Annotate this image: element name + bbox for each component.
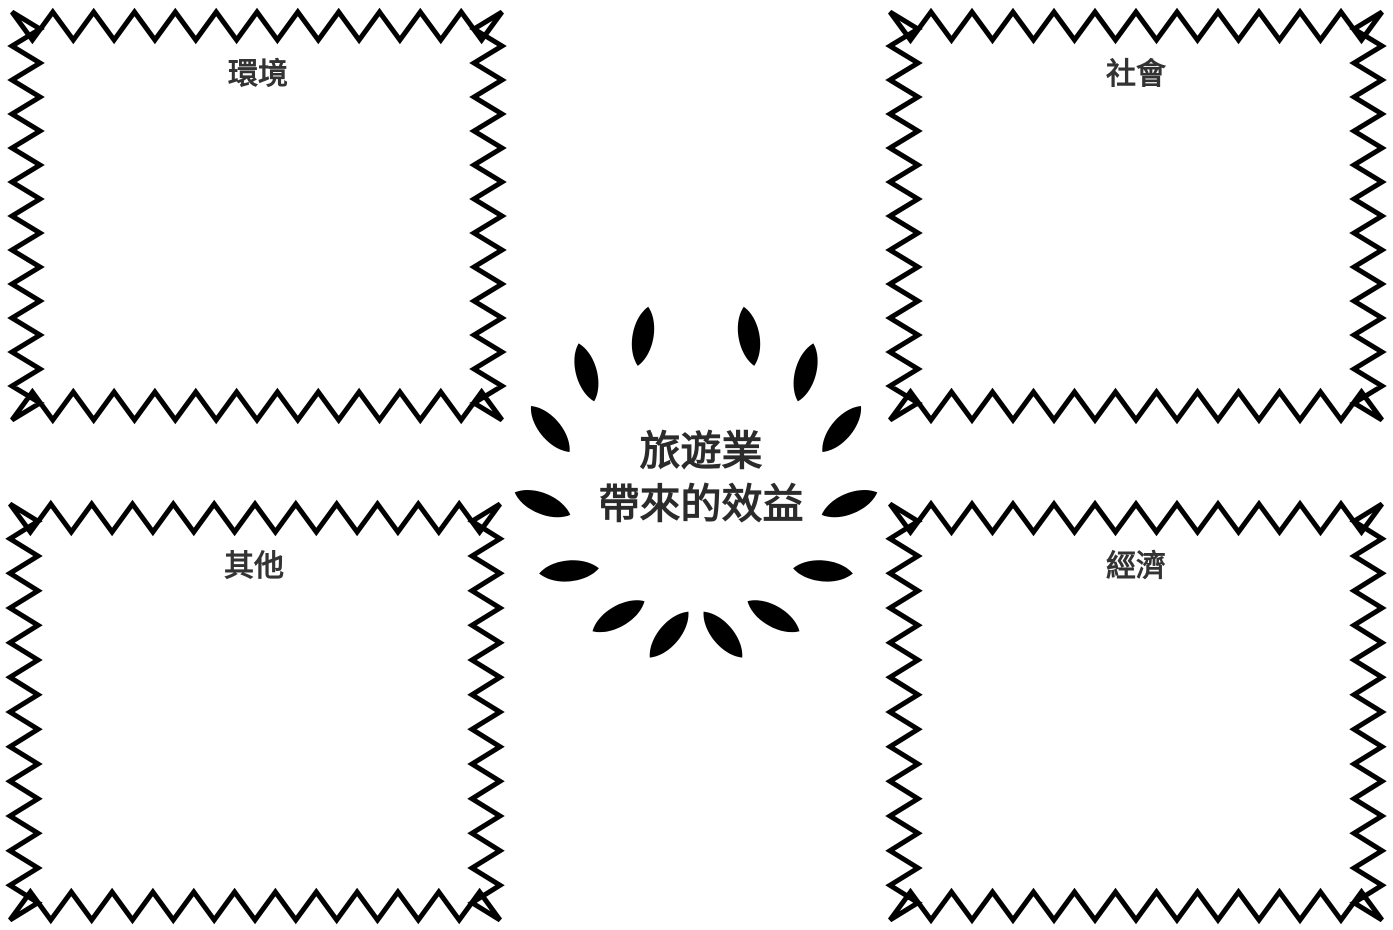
box-environment-frame	[7, 7, 507, 425]
laurel-leaf-icon	[703, 611, 743, 658]
laurel-leaf-icon	[793, 560, 853, 582]
laurel-leaf-icon	[514, 489, 571, 518]
laurel-leaf-icon	[631, 306, 655, 366]
box-economy-frame	[885, 499, 1387, 925]
box-society-frame	[885, 7, 1387, 425]
laurel-leaf-icon	[531, 406, 570, 452]
box-economy-label: 經濟	[1106, 549, 1166, 584]
laurel-leaf-icon	[793, 343, 818, 402]
center-title-line2: 帶來的效益	[598, 480, 804, 528]
laurel-leaf-icon	[539, 560, 599, 582]
laurel-leaf-icon	[592, 600, 645, 633]
laurel-wreath-icon	[514, 306, 878, 658]
laurel-leaf-icon	[737, 306, 761, 366]
laurel-leaf-icon	[747, 600, 800, 633]
box-other-frame	[5, 499, 505, 925]
laurel-leaf-icon	[574, 343, 599, 402]
center-title: 旅遊業 帶來的效益	[543, 425, 859, 531]
box-other-label: 其他	[224, 549, 284, 584]
box-society-label: 社會	[1106, 57, 1166, 92]
laurel-leaf-icon	[822, 406, 861, 452]
laurel-leaf-icon	[821, 489, 878, 518]
center-title-line1: 旅遊業	[639, 427, 763, 475]
box-environment-label: 環境	[228, 57, 288, 92]
laurel-leaf-icon	[649, 611, 689, 658]
